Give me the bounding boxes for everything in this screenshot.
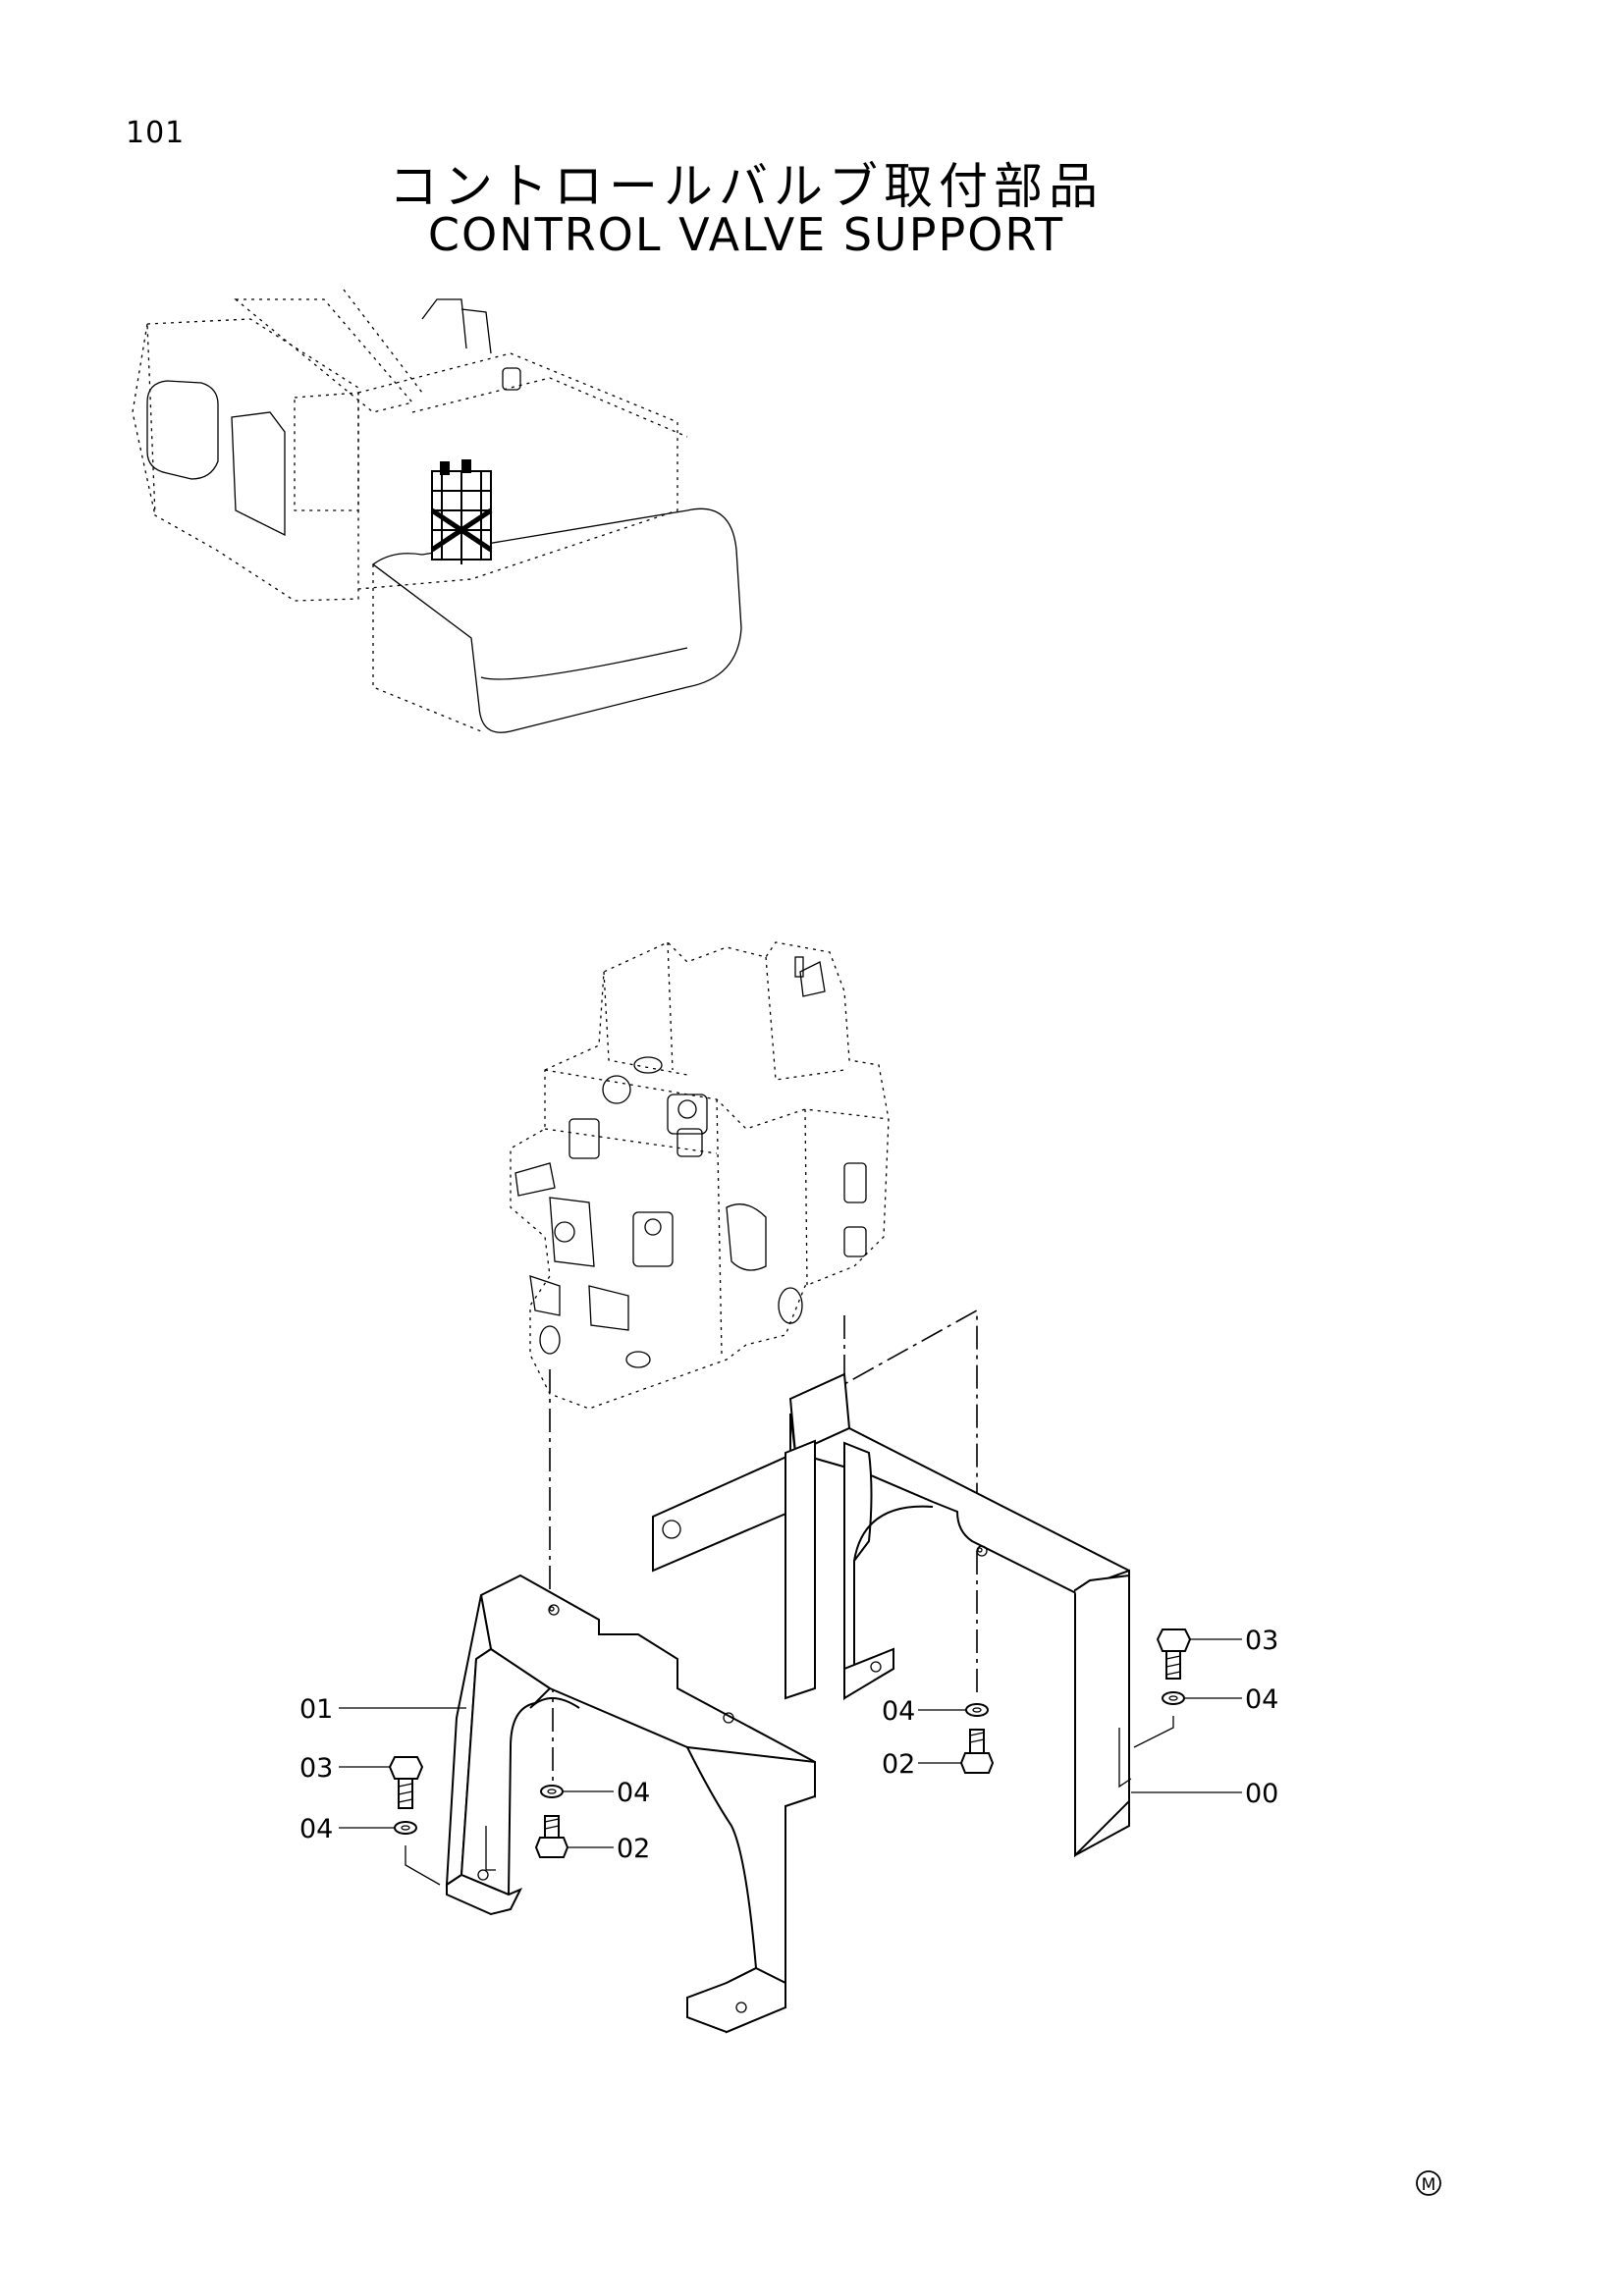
callout-04-right: 04 [1245, 1684, 1278, 1715]
callout-04-center: 04 [882, 1696, 915, 1727]
page-number: 101 [126, 116, 186, 150]
bolt-left [388, 1756, 424, 1809]
footer-mark: M [1416, 2170, 1441, 2196]
washer-right [1162, 1691, 1185, 1705]
excavator-location-view [132, 289, 742, 733]
support-bracket-rear [652, 1372, 1132, 1858]
callout-03-right: 03 [1245, 1626, 1278, 1656]
center-line-right [843, 1308, 978, 1541]
callout-01: 01 [299, 1694, 333, 1725]
page-title-japanese: コントロールバルブ取付部品 [389, 158, 1104, 215]
callout-04-mid: 04 [617, 1778, 650, 1808]
callout-00: 00 [1245, 1779, 1278, 1809]
washer-center [965, 1703, 989, 1717]
bolt-right [1156, 1629, 1192, 1680]
callout-03-left: 03 [299, 1753, 333, 1784]
page-title-english: CONTROL VALVE SUPPORT [427, 208, 1065, 261]
washer-mid [540, 1785, 564, 1798]
stud-center [959, 1729, 995, 1774]
footer-mark-letter: M [1422, 2175, 1436, 2195]
callout-02-mid: 02 [617, 1834, 650, 1864]
control-valve-location-marker [430, 459, 493, 564]
control-valve-assembly [510, 941, 890, 1410]
washer-left [394, 1821, 417, 1835]
stud-mid [534, 1815, 569, 1858]
callout-04-left: 04 [299, 1814, 333, 1844]
callout-02-center: 02 [882, 1749, 915, 1780]
leader-lines [339, 1638, 1242, 1848]
support-bracket-front [445, 1574, 816, 2034]
